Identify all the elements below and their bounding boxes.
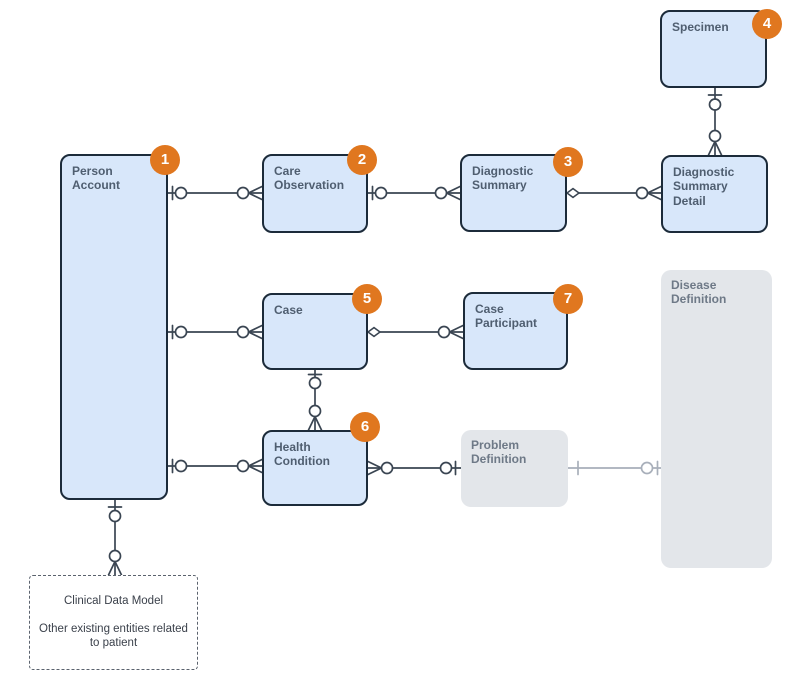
entity-problem-definition: Problem Definition <box>461 430 568 507</box>
entity-health-condition-label: Health Condition <box>274 440 330 469</box>
entity-problem-definition-label: Problem Definition <box>471 438 527 467</box>
entity-specimen-label: Specimen <box>672 20 729 34</box>
entity-diagnostic-summary-detail: Diagnostic Summary Detail <box>661 155 768 233</box>
entity-case-participant-label: Case Participant <box>475 302 538 331</box>
entity-diagnostic-summary-detail-label: Diagnostic Summary Detail <box>673 165 735 208</box>
entity-care-observation-label: Care Observation <box>274 164 345 193</box>
step-badge-3: 3 <box>553 147 583 177</box>
entity-person-account-label: Person Account <box>72 164 120 193</box>
rel-case-health-condition <box>307 369 323 431</box>
rel-person-account-health-condition <box>167 458 263 474</box>
note-body: Other existing entities related to patie… <box>39 622 188 650</box>
step-badge-1: 1 <box>150 145 180 175</box>
rel-person-account-case <box>167 324 263 340</box>
entity-case-label: Case <box>274 303 303 317</box>
entity-disease-definition: Disease Definition <box>661 270 772 568</box>
entity-case: Case 5 <box>262 284 382 370</box>
entity-case-participant: Case Participant 7 <box>463 284 583 370</box>
rel-health-condition-problem-definition <box>367 460 462 476</box>
rel-case-case-participant <box>366 324 464 340</box>
rel-specimen-diagnostic-summary-detail <box>707 87 723 156</box>
step-badge-7: 7 <box>553 284 583 314</box>
step-badge-2: 2 <box>347 145 377 175</box>
rel-person-account-clinical-data-model <box>107 499 123 576</box>
rel-diagnostic-summary-detail <box>565 185 662 201</box>
rel-problem-definition-disease-definition <box>567 460 662 476</box>
entity-health-condition: Health Condition 6 <box>262 412 380 506</box>
rel-person-account-care-observation <box>167 185 263 201</box>
entity-diagnostic-summary-label: Diagnostic Summary <box>472 164 534 193</box>
step-badge-5: 5 <box>352 284 382 314</box>
entity-specimen: Specimen 4 <box>660 9 782 88</box>
step-badge-6: 6 <box>350 412 380 442</box>
entity-disease-definition-label: Disease Definition <box>671 278 727 307</box>
step-badge-4: 4 <box>752 9 782 39</box>
rel-care-observation-diagnostic-summary <box>367 185 461 201</box>
clinical-data-model-note: Clinical Data Model Other existing entit… <box>29 575 198 670</box>
entity-care-observation: Care Observation 2 <box>262 145 377 233</box>
note-title: Clinical Data Model <box>63 594 164 607</box>
entity-person-account: Person Account 1 <box>60 145 180 500</box>
entity-diagnostic-summary: Diagnostic Summary 3 <box>460 147 583 232</box>
